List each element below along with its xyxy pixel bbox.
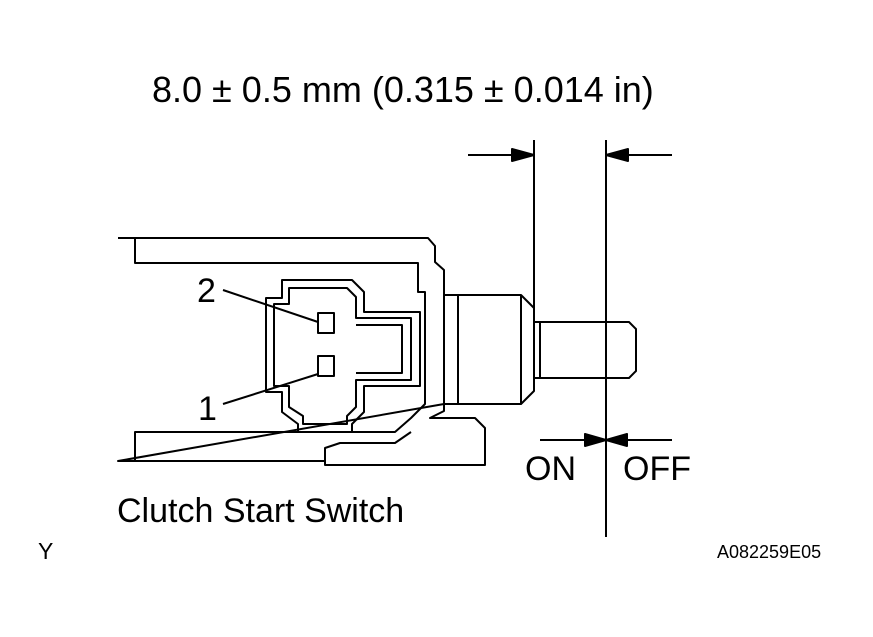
connector-outer <box>265 279 421 433</box>
leader-line-pin-2 <box>222 289 319 323</box>
terminal-2-label: 2 <box>197 272 216 310</box>
terminal-1-label: 1 <box>198 390 217 428</box>
dimension-label: 8.0 ± 0.5 mm (0.315 ± 0.014 in) <box>152 69 654 110</box>
figure-id: A082259E05 <box>717 542 822 562</box>
terminal-2 <box>317 312 335 334</box>
dimension-arrow-right <box>605 148 629 162</box>
leader-line-pin-1 <box>222 373 319 405</box>
off-position-label: OFF <box>623 450 691 488</box>
part-name-caption: Clutch Start Switch <box>117 492 405 530</box>
dimension-arrow-left <box>511 148 535 162</box>
plunger <box>533 321 637 379</box>
connector-lock-tab <box>356 324 403 374</box>
on-position-label: ON <box>525 450 576 488</box>
connector-inner <box>273 287 412 425</box>
switch-body-inner-contour <box>134 238 426 461</box>
terminal-1 <box>317 355 335 377</box>
switch-body-outline <box>117 237 535 466</box>
view-letter: Y <box>38 538 54 564</box>
switch-flange <box>457 295 522 404</box>
off-arrow-head <box>605 433 628 447</box>
switch-body-lower-step <box>324 431 412 461</box>
on-arrow-head <box>584 433 607 447</box>
